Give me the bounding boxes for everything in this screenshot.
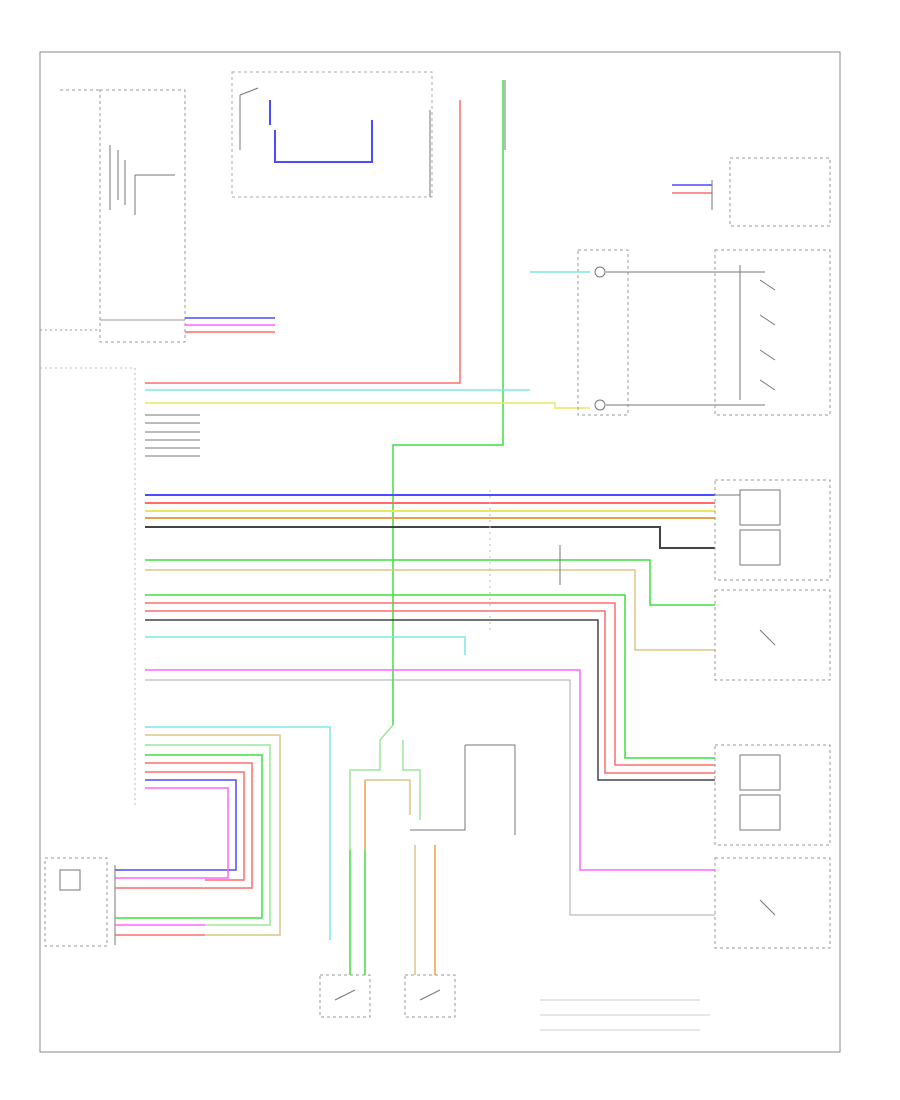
module-outputs bbox=[185, 317, 275, 333]
throttle-motor-upper bbox=[714, 589, 831, 681]
wire-red-main bbox=[145, 100, 461, 384]
throttle-sensor-upper bbox=[714, 479, 831, 581]
throttle-sensor-lower bbox=[714, 744, 831, 846]
lower-left-sensor bbox=[44, 857, 205, 947]
top-right-component bbox=[672, 157, 831, 227]
center-bottom-switches bbox=[319, 724, 516, 1018]
combination-switch bbox=[530, 249, 831, 416]
top-switch-box bbox=[231, 71, 433, 198]
transmission-module bbox=[40, 89, 186, 343]
throttle-motor-lower bbox=[714, 857, 831, 949]
wire-green-main bbox=[392, 80, 504, 725]
diagram-border bbox=[39, 51, 841, 1053]
notes-area bbox=[540, 999, 710, 1031]
